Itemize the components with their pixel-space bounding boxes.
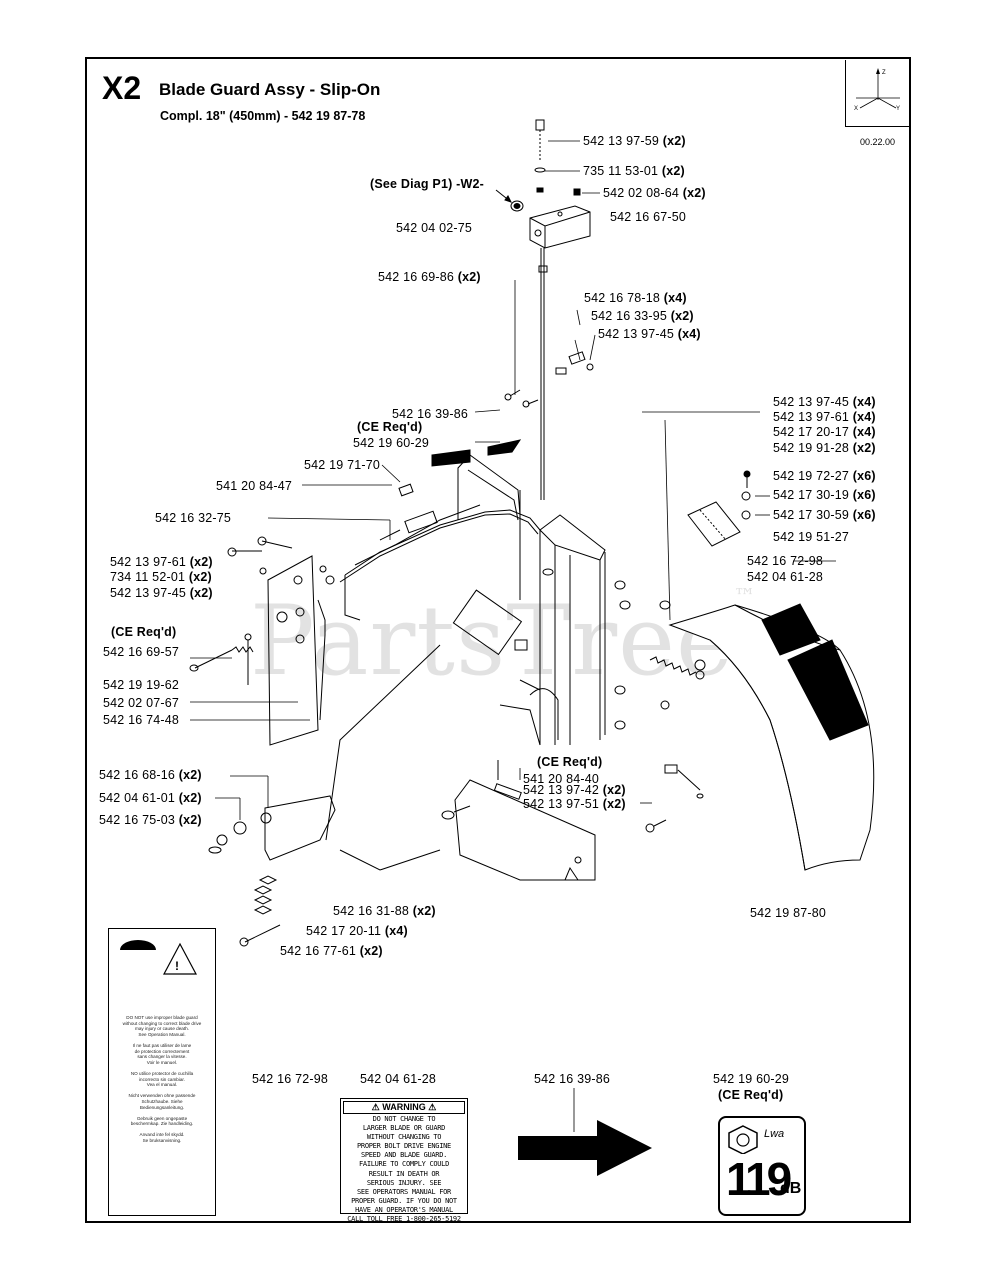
part-callout: 542 13 97-45 (x4) bbox=[598, 327, 701, 341]
part-callout: 542 13 97-59 (x2) bbox=[583, 134, 686, 148]
lwa-label: Lwa bbox=[764, 1128, 785, 1140]
svg-text:Y: Y bbox=[896, 106, 900, 112]
part-callout: 542 16 78-18 (x4) bbox=[584, 291, 687, 305]
decal-part-number: 542 19 60-29 bbox=[713, 1072, 790, 1086]
latch bbox=[379, 483, 438, 541]
part-callout: 542 13 97-61 (x2) bbox=[110, 555, 213, 569]
part-callout: 541 20 84-47 bbox=[216, 479, 293, 493]
part-callout: 542 19 87-80 bbox=[750, 906, 827, 920]
svg-text:Z: Z bbox=[882, 70, 886, 76]
part-callout: 542 13 97-45 (x2) bbox=[110, 586, 213, 600]
hex-nut-icon bbox=[728, 1125, 758, 1154]
part-callout: 542 19 60-29 bbox=[353, 436, 430, 450]
section-id: X2 bbox=[102, 70, 142, 106]
diagram-title: Blade Guard Assy - Slip-On bbox=[159, 80, 381, 99]
part-callout: 542 17 30-59 (x6) bbox=[773, 508, 876, 522]
leader-lines bbox=[190, 140, 836, 1132]
part-callout: 542 16 32-75 bbox=[155, 511, 232, 525]
arrow-icon bbox=[518, 1120, 652, 1176]
ce-required-note: (CE Req'd) bbox=[718, 1088, 784, 1102]
part-callout: 542 17 30-19 (x6) bbox=[773, 488, 876, 502]
ce-required-note: (CE Req'd) bbox=[111, 625, 177, 639]
part-callout: 542 19 19-62 bbox=[103, 678, 180, 692]
safety-decal: DO NOT use improper blade guard without … bbox=[108, 928, 216, 1216]
ce-required-note: (CE Req'd) bbox=[537, 755, 603, 769]
part-callout: 542 19 72-27 (x6) bbox=[773, 469, 876, 483]
small-bolts bbox=[504, 351, 594, 408]
diagram-subtitle: Compl. 18" (450mm) - 542 19 87-78 bbox=[160, 109, 366, 123]
noise-level-decal: Lwa 119 dB bbox=[718, 1116, 806, 1216]
warning-decal: ⚠ WARNING ⚠ DO NOT CHANGE TO LARGER BLAD… bbox=[340, 1098, 468, 1223]
part-callout: 542 04 02-75 bbox=[396, 221, 473, 235]
decal-part-number: 542 16 39-86 bbox=[534, 1072, 611, 1086]
part-callout: 542 13 97-42 (x2) bbox=[523, 783, 626, 797]
part-callout: 542 16 67-50 bbox=[610, 210, 687, 224]
part-callout: 542 16 69-57 bbox=[103, 645, 180, 659]
guard-housing bbox=[339, 454, 631, 746]
svg-text:X: X bbox=[854, 106, 858, 112]
svg-text:!: ! bbox=[175, 959, 179, 973]
part-callout: 542 04 61-01 (x2) bbox=[99, 791, 202, 805]
part-callout: 542 16 69-86 (x2) bbox=[378, 270, 481, 284]
adjuster-block bbox=[529, 188, 591, 249]
part-callout: 734 11 52-01 (x2) bbox=[110, 570, 212, 584]
warning-triangle-icon: ! bbox=[120, 940, 197, 975]
revision-date: 00.22.00 bbox=[860, 137, 896, 147]
part-callout: 542 16 74-48 bbox=[103, 713, 180, 727]
part-callout: 542 19 91-28 (x2) bbox=[773, 441, 876, 455]
part-callout: 735 11 53-01 (x2) bbox=[583, 164, 685, 178]
safety-decal-text: DO NOT use improper blade guard without … bbox=[122, 1015, 202, 1144]
hinge bbox=[687, 470, 751, 547]
part-callout: 542 16 39-86 bbox=[392, 407, 469, 421]
part-callout: 542 17 20-11 (x4) bbox=[306, 924, 408, 938]
part-callout: 542 16 31-88 (x2) bbox=[333, 904, 436, 918]
part-callout: 542 13 97-51 (x2) bbox=[523, 797, 626, 811]
blade-guard-shell bbox=[649, 600, 875, 871]
pivot-arm bbox=[208, 644, 441, 947]
part-callout: 542 16 77-61 (x2) bbox=[280, 944, 383, 958]
decal-part-number: 542 04 61-28 bbox=[360, 1072, 437, 1086]
diagram-frame bbox=[85, 57, 911, 1223]
noise-level-value: 119 bbox=[726, 1153, 792, 1205]
compass-icon: Z X Y bbox=[854, 68, 900, 112]
watermark: PartsTree™ bbox=[250, 585, 757, 697]
bottom-plate bbox=[441, 760, 704, 881]
decal-part-number: 542 16 72-98 bbox=[252, 1072, 329, 1086]
part-callout: 542 17 20-17 (x4) bbox=[773, 425, 876, 439]
warning-decal-title: ⚠ WARNING ⚠ bbox=[343, 1101, 465, 1114]
part-callout: 541 20 84-40 bbox=[523, 772, 600, 786]
grease-fitting bbox=[495, 189, 524, 212]
warning-decal-text: DO NOT CHANGE TO LARGER BLADE OR GUARD W… bbox=[347, 1115, 461, 1224]
part-callout: 542 16 33-95 (x2) bbox=[591, 309, 694, 323]
part-callout: 542 19 71-70 bbox=[304, 458, 381, 472]
side-plate-left bbox=[189, 536, 335, 746]
part-callout: 542 16 68-16 (x2) bbox=[99, 768, 202, 782]
see-diagram-ref: (See Diag P1) -W2- bbox=[370, 177, 485, 191]
part-callout: 542 16 72-98 bbox=[747, 554, 824, 568]
part-callout: 542 13 97-45 (x4) bbox=[773, 395, 876, 409]
part-callout: 542 04 61-28 bbox=[747, 570, 824, 584]
ce-required-note: (CE Req'd) bbox=[357, 420, 423, 434]
part-callout: 542 19 51-27 bbox=[773, 530, 850, 544]
orientation-compass: Z X Y bbox=[845, 60, 910, 127]
part-callout: 542 02 07-67 bbox=[103, 696, 180, 710]
part-callout: 542 16 75-03 (x2) bbox=[99, 813, 202, 827]
noise-level-unit: dB bbox=[780, 1180, 802, 1197]
part-callout: 542 13 97-61 (x4) bbox=[773, 410, 876, 424]
top-bolt bbox=[534, 119, 546, 193]
part-callout: 542 02 08-64 (x2) bbox=[603, 186, 706, 200]
